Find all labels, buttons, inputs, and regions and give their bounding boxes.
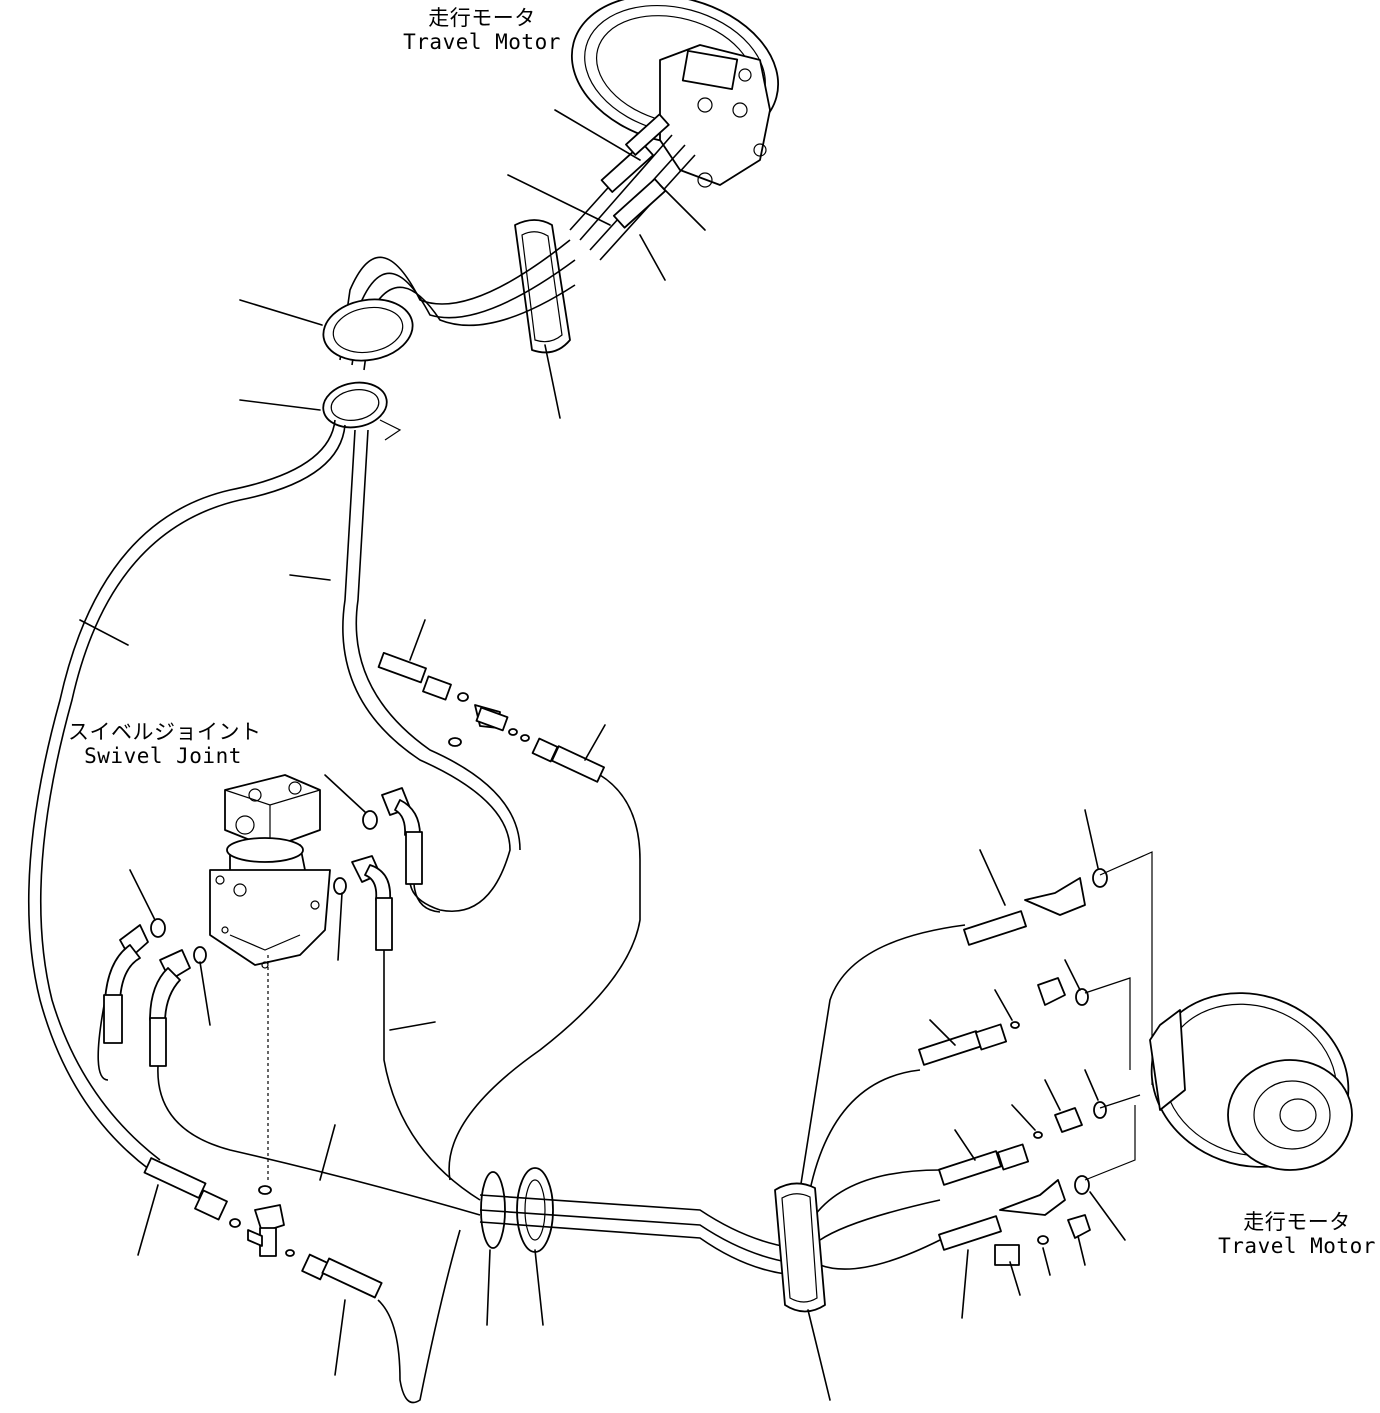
hoses-long-left [27,419,521,1171]
fitting-group-lower-left [143,955,461,1404]
upper-band-clamp [514,219,571,354]
fitting-group-center [377,651,641,1181]
grommet-lower [480,1167,554,1253]
label-travel-motor-right-jp: 走行モータ [1243,1210,1351,1234]
hoses-swivel-down [157,883,481,1216]
lower-band-clamp [774,1182,826,1313]
label-travel-motor-top: 走行モータ Travel Motor [396,6,568,54]
label-swivel-joint: スイベルジョイント Swivel Joint [68,720,262,768]
o-rings-swivel [150,810,378,964]
label-swivel-joint-en: Swivel Joint [84,744,242,768]
fitting-group-right [918,851,1153,1266]
swivel-joint [209,774,331,969]
travel-motor-right [1149,992,1353,1171]
label-travel-motor-top-jp: 走行モータ [428,6,536,30]
label-swivel-joint-jp: スイベルジョイント [68,720,262,744]
leader-lines [79,109,1126,1401]
label-travel-motor-top-en: Travel Motor [403,30,561,54]
label-travel-motor-right: 走行モータ Travel Motor [1214,1210,1380,1258]
label-travel-motor-right-en: Travel Motor [1218,1234,1376,1258]
hoses-upper-loop [339,239,576,371]
hoses-top-motor [569,113,696,261]
grommet-upper [322,298,414,441]
travel-motor-top [570,0,780,188]
elbow-fittings-swivel [103,787,423,1067]
